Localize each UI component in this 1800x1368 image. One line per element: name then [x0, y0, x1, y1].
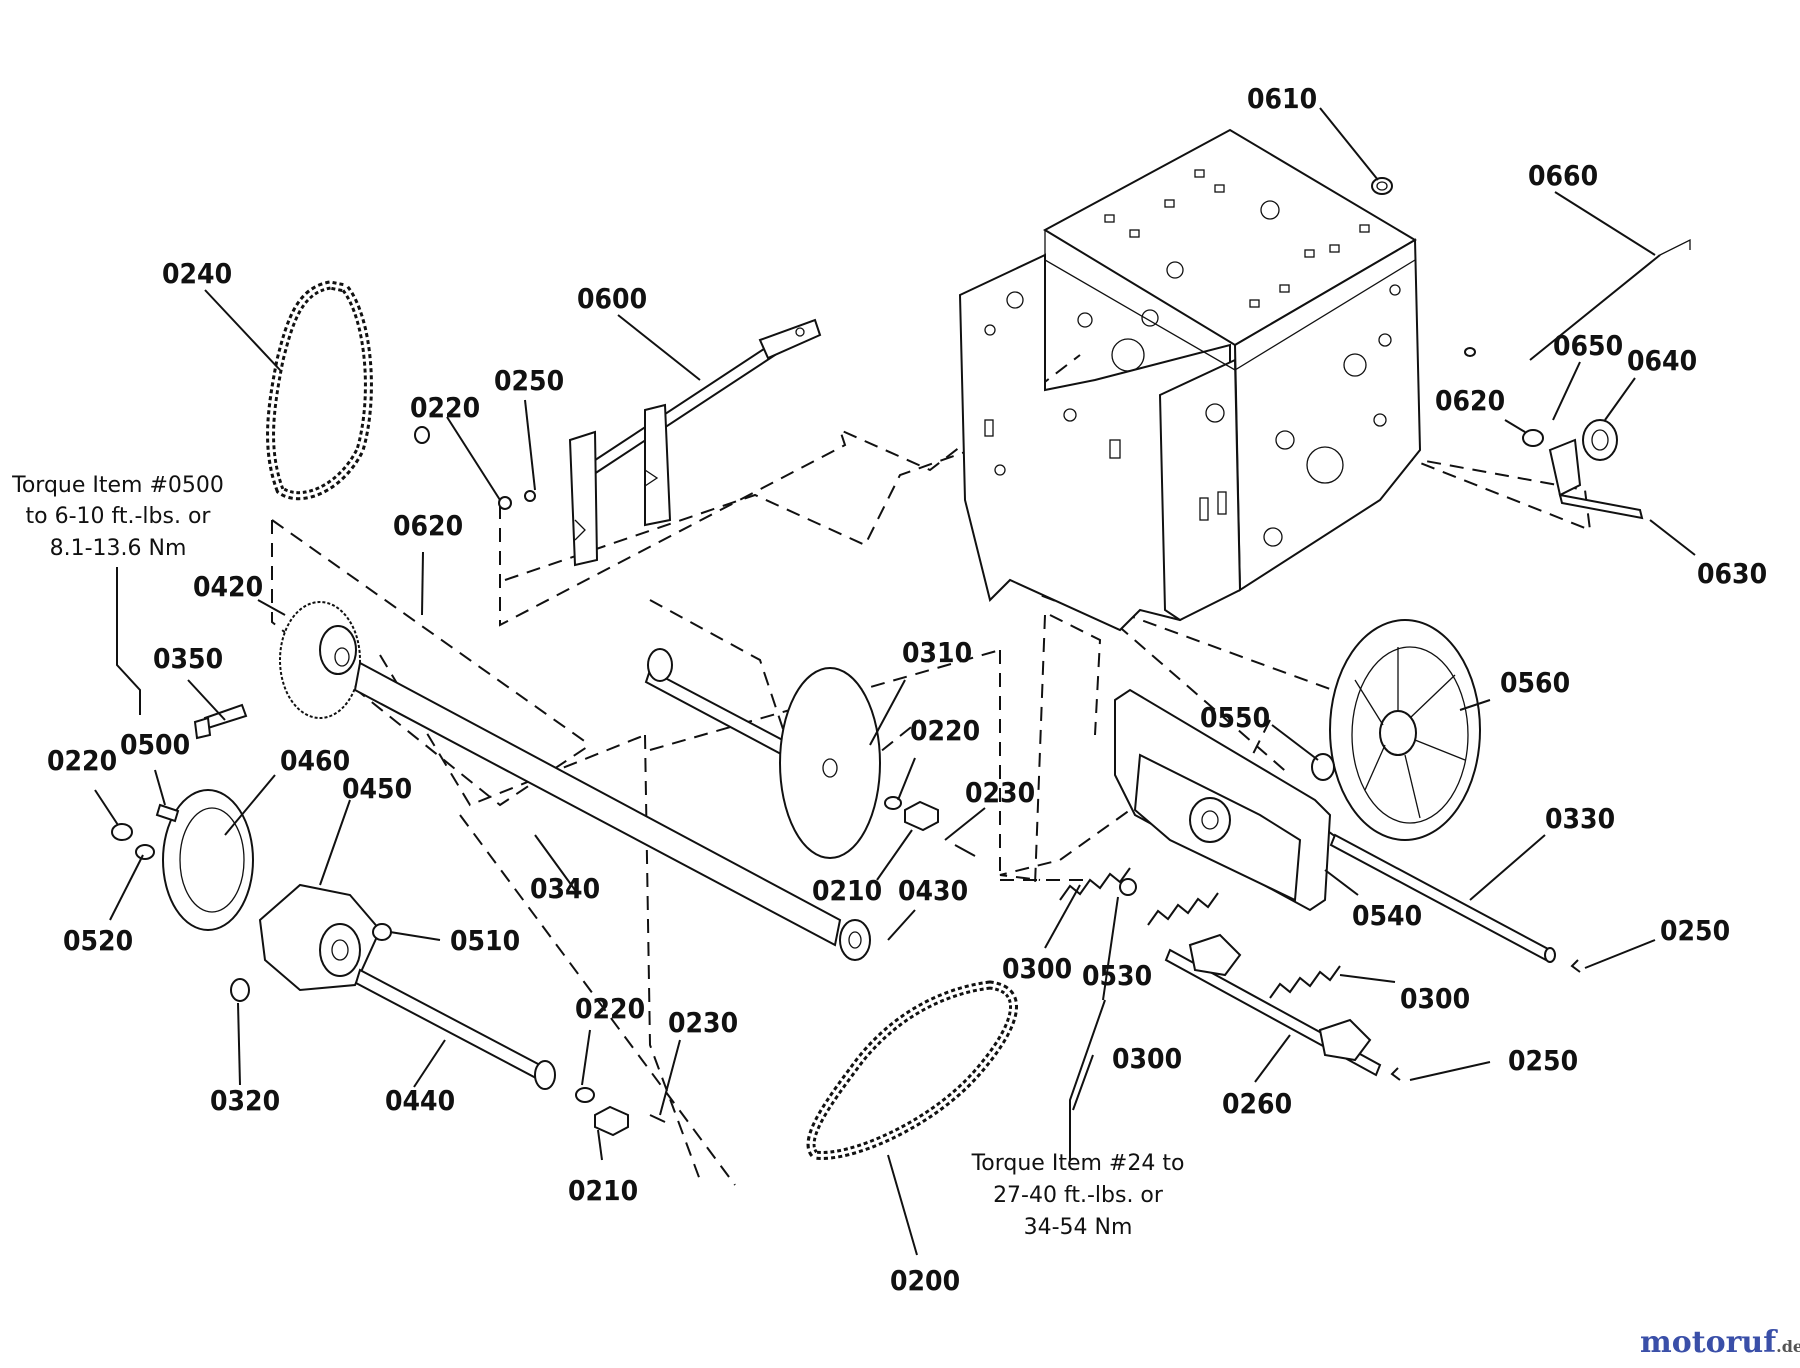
label-0510: 0510: [450, 924, 520, 957]
watermark-main: motoruf: [1640, 1325, 1778, 1360]
label-0220c: 0220: [910, 714, 980, 747]
label-0250c: 0250: [1508, 1044, 1578, 1077]
disc-shaft-0310: [644, 648, 976, 859]
label-0250a: 0250: [494, 364, 564, 397]
label-0200: 0200: [890, 1264, 960, 1297]
label-0300a: 0300: [1002, 952, 1072, 985]
label-0600: 0600: [577, 282, 647, 315]
label-0500: 0500: [120, 728, 190, 761]
label-0520: 0520: [63, 924, 133, 957]
leader-lines: [94, 107, 1696, 1256]
label-0460: 0460: [280, 744, 350, 777]
sprocket-0420: [279, 601, 361, 719]
label-0210a: 0210: [812, 874, 882, 907]
label-0230b: 0230: [668, 1006, 738, 1039]
small-fasteners: [111, 426, 1544, 1137]
label-0630: 0630: [1697, 557, 1767, 590]
label-0320: 0320: [210, 1084, 280, 1117]
label-0440: 0440: [385, 1084, 455, 1117]
label-0420: 0420: [193, 570, 263, 603]
label-0310: 0310: [902, 636, 972, 669]
label-0620a: 0620: [393, 509, 463, 542]
torque-note-24-line3: 34-54 Nm: [1024, 1215, 1133, 1240]
wheel-0560: [1329, 619, 1481, 841]
label-0430: 0430: [898, 874, 968, 907]
bearing-housing-0450: [258, 883, 382, 992]
chain-0200: [806, 980, 1018, 1160]
label-0220b: 0220: [47, 744, 117, 777]
watermark-logo: motoruf.de: [1640, 1325, 1800, 1360]
chain-0240: [266, 280, 373, 501]
torque-note-24: Torque Item #24 to 27-40 ft.-lbs. or 34-…: [971, 1151, 1185, 1240]
label-0530: 0530: [1082, 959, 1152, 992]
label-0620b: 0620: [1435, 384, 1505, 417]
torque-note-0500: Torque Item #0500 to 6-10 ft.-lbs. or 8.…: [11, 473, 224, 561]
idler-0640: [1464, 238, 1691, 520]
label-0350: 0350: [153, 642, 223, 675]
torque-note-24-line1: Torque Item #24 to: [971, 1151, 1185, 1176]
label-0220d: 0220: [575, 992, 645, 1025]
shaft-0340: [353, 661, 871, 961]
springs: [1059, 867, 1341, 999]
shaft-0260: [1164, 933, 1382, 1077]
assembly-dashed-lines: [271, 354, 1592, 1186]
torque-note-0500-line1: Torque Item #0500: [11, 473, 224, 498]
watermark-suffix: .de: [1776, 1337, 1800, 1356]
label-0300c: 0300: [1112, 1042, 1182, 1075]
label-0560: 0560: [1500, 666, 1570, 699]
label-0250b: 0250: [1660, 914, 1730, 947]
shaft-0330: [1329, 833, 1556, 963]
label-0550: 0550: [1200, 701, 1270, 734]
label-0210b: 0210: [568, 1174, 638, 1207]
plate-0540: [1114, 688, 1332, 912]
label-0230a: 0230: [965, 776, 1035, 809]
label-0300b: 0300: [1400, 982, 1470, 1015]
label-0220a: 0220: [410, 391, 480, 424]
label-0450: 0450: [342, 772, 412, 805]
hub-0460: [162, 789, 254, 931]
label-0660: 0660: [1528, 159, 1598, 192]
label-0340: 0340: [530, 872, 600, 905]
label-0640: 0640: [1627, 344, 1697, 377]
shift-rod-0600: [568, 318, 822, 567]
shaft-0440: [354, 968, 556, 1090]
torque-note-0500-line2: to 6-10 ft.-lbs. or: [26, 504, 212, 529]
torque-note-24-line2: 27-40 ft.-lbs. or: [993, 1183, 1164, 1208]
label-0260: 0260: [1222, 1087, 1292, 1120]
label-0330: 0330: [1545, 802, 1615, 835]
torque-note-0500-line3: 8.1-13.6 Nm: [50, 536, 187, 561]
frame-housing: [958, 128, 1422, 632]
label-0240: 0240: [162, 257, 232, 290]
label-0650: 0650: [1553, 329, 1623, 362]
watermark: motoruf.de: [1640, 1325, 1800, 1360]
label-0610: 0610: [1247, 82, 1317, 115]
part-labels: 0610 0660 0240 0600 0250 0220 0620 0420 …: [47, 82, 1767, 1297]
label-0540: 0540: [1352, 899, 1422, 932]
